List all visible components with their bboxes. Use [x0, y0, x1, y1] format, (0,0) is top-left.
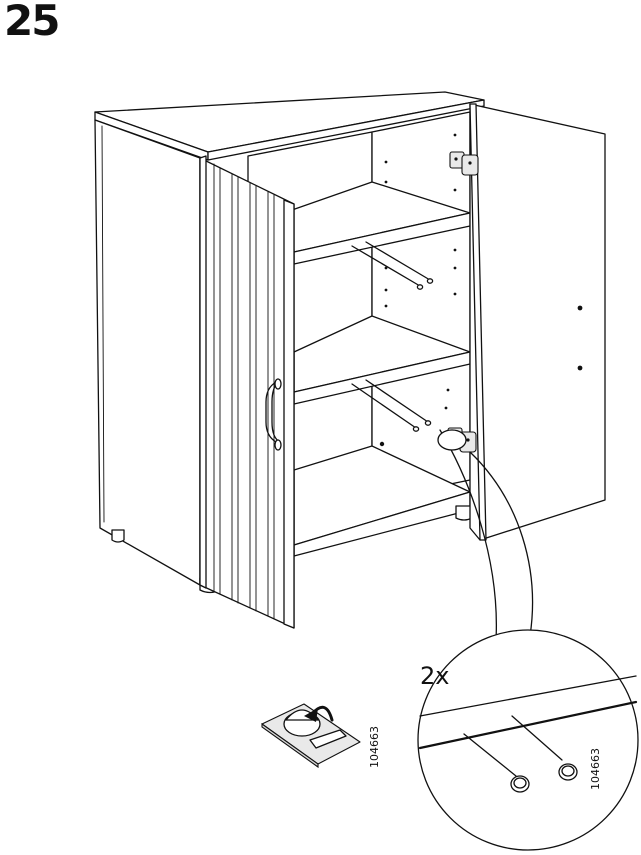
shelf-holes [379, 133, 457, 447]
shelf-pins-upper [351, 241, 434, 290]
shelf-pins-lower [351, 379, 432, 432]
shelf-upper [291, 181, 471, 265]
step-number: 25 [4, 0, 60, 45]
part-code-right: 104663 [589, 748, 602, 790]
cabinet-right-door [469, 103, 606, 541]
callout-pointer [437, 429, 534, 641]
quantity-label: 2x [420, 662, 450, 690]
pin-press-icon [261, 703, 361, 769]
part-code-left: 104663 [368, 726, 381, 768]
cabinet-left-side [94, 119, 201, 586]
cabinet-left-door [199, 155, 295, 629]
door-handle [265, 378, 282, 451]
shelf-pin-detail-icon [417, 629, 639, 851]
cabinet-top [94, 91, 485, 161]
rotate-arrow-icon [304, 705, 334, 722]
